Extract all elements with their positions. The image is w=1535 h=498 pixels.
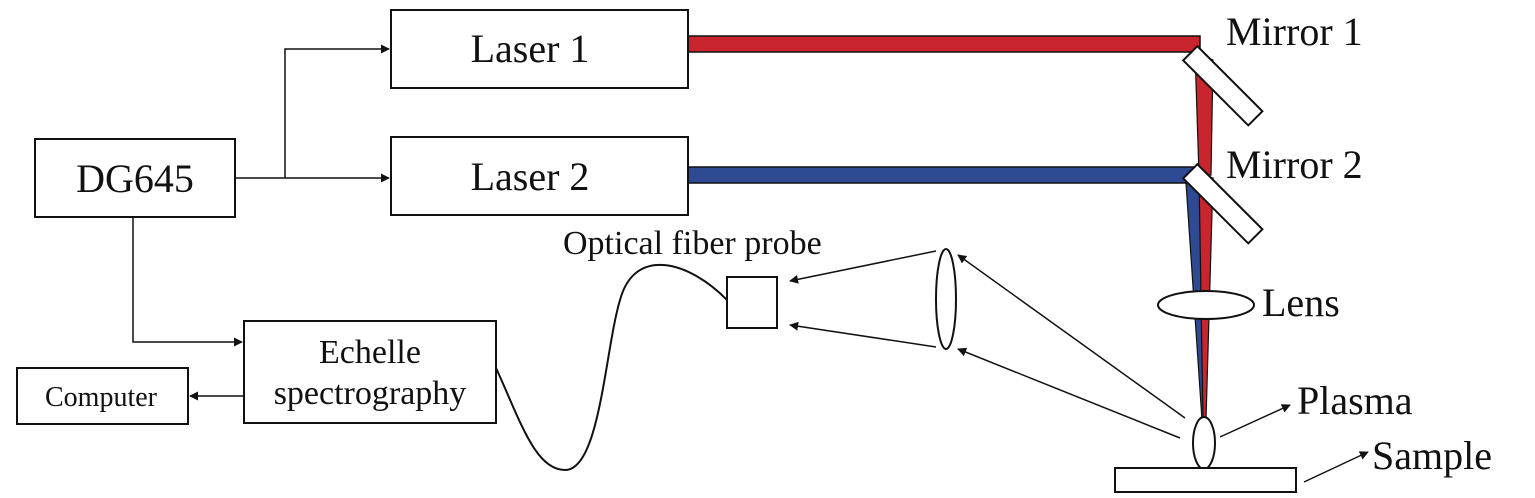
sample-label: Sample — [1372, 433, 1492, 478]
optical-fiber — [495, 263, 728, 472]
focusing-lens — [1157, 290, 1255, 320]
trigger-lines — [132, 44, 390, 401]
laser1-box: Laser 1 — [390, 9, 689, 89]
mirror1-label: Mirror 1 — [1226, 9, 1363, 54]
computer-label: Computer — [45, 382, 158, 413]
fiber-probe-label: Optical fiber probe — [563, 225, 822, 262]
dg645-label: DG645 — [76, 156, 194, 201]
laser2-beam-horizontal — [687, 166, 1201, 184]
echelle-label-line1: Echelle — [319, 334, 421, 371]
laser2-label: Laser 2 — [471, 154, 590, 199]
mirror1 — [1181, 44, 1264, 127]
dg645-box: DG645 — [34, 138, 236, 218]
plasma-label: Plasma — [1297, 378, 1413, 423]
mirror2 — [1181, 162, 1264, 245]
collecting-lens — [935, 248, 957, 350]
echelle-label-line2: spectrography — [274, 375, 467, 412]
lens-label: Lens — [1262, 280, 1340, 325]
emission-rays — [789, 250, 1186, 439]
fiber-probe-box — [726, 276, 778, 329]
laser2-box: Laser 2 — [390, 136, 689, 216]
mirror2-label: Mirror 2 — [1226, 142, 1363, 187]
sample — [1114, 467, 1297, 493]
laser1-beam-horizontal — [687, 35, 1201, 53]
label-leaders — [1219, 404, 1369, 483]
computer-box: Computer — [16, 367, 189, 425]
plasma — [1192, 416, 1216, 470]
laser1-label: Laser 1 — [471, 26, 590, 71]
echelle-spectrograph-box: Echelle spectrography — [243, 320, 497, 424]
